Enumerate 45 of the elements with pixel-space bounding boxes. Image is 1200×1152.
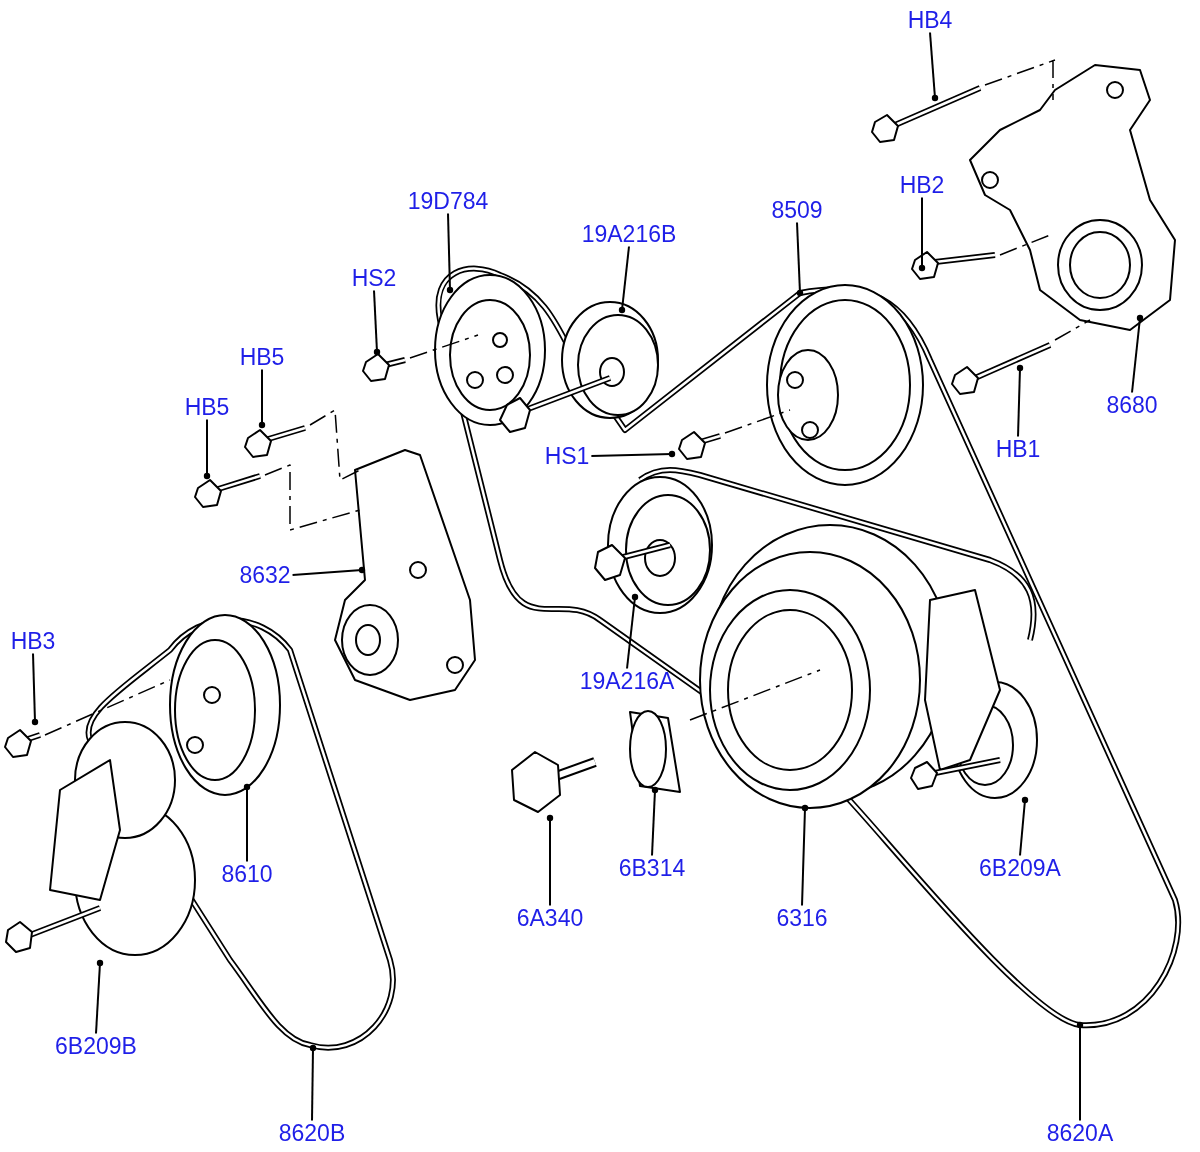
leader-line xyxy=(590,450,676,458)
leader-line xyxy=(1131,314,1144,394)
callout-number: 6A340 xyxy=(514,905,586,931)
callout-number: 6B209B xyxy=(53,1033,139,1059)
callout-number: HB5 xyxy=(237,344,287,370)
leader-line xyxy=(291,566,366,576)
leader-line xyxy=(95,959,104,1035)
callout-number: 8620B xyxy=(276,1120,348,1146)
leader-line xyxy=(796,221,804,297)
callout-number: HB3 xyxy=(8,628,58,654)
bolt-drawing xyxy=(244,425,308,459)
callout-number: HS2 xyxy=(349,265,399,291)
callout-number: HS1 xyxy=(542,443,592,469)
leader-line xyxy=(626,593,639,670)
leader-line xyxy=(31,652,39,726)
callout-number: 6B314 xyxy=(616,855,688,881)
callout-number: 6316 xyxy=(774,905,830,931)
leader-line xyxy=(546,814,554,907)
leader-line xyxy=(1076,1021,1084,1122)
callout-number: HB2 xyxy=(897,172,947,198)
leader-line xyxy=(1016,364,1024,438)
leader-line xyxy=(618,245,630,314)
leader-line xyxy=(929,31,939,102)
callout-number: 19A216B xyxy=(579,221,679,247)
callout-number: 8620A xyxy=(1044,1120,1116,1146)
callout-number: 8680 xyxy=(1104,392,1160,418)
callout-number: 19D784 xyxy=(405,188,491,214)
callout-number: HB5 xyxy=(182,394,232,420)
leader-line xyxy=(801,804,809,907)
callout-number: 19A216A xyxy=(577,668,677,694)
leader-line xyxy=(918,196,926,272)
callout-number: HB1 xyxy=(993,436,1043,462)
callout-number: 8632 xyxy=(237,562,293,588)
leader-line xyxy=(651,786,659,857)
callout-number: HB4 xyxy=(905,7,955,33)
leader-line xyxy=(203,418,211,480)
leader-line xyxy=(309,1044,317,1122)
callout-number: 6B209A xyxy=(977,855,1063,881)
callout-number: 8509 xyxy=(769,197,825,223)
leader-line xyxy=(373,289,381,356)
leader-line xyxy=(1019,796,1029,857)
leader-line xyxy=(446,212,454,294)
leader-line xyxy=(258,368,266,429)
callout-number: 8610 xyxy=(219,861,275,887)
leader-line xyxy=(243,783,251,863)
